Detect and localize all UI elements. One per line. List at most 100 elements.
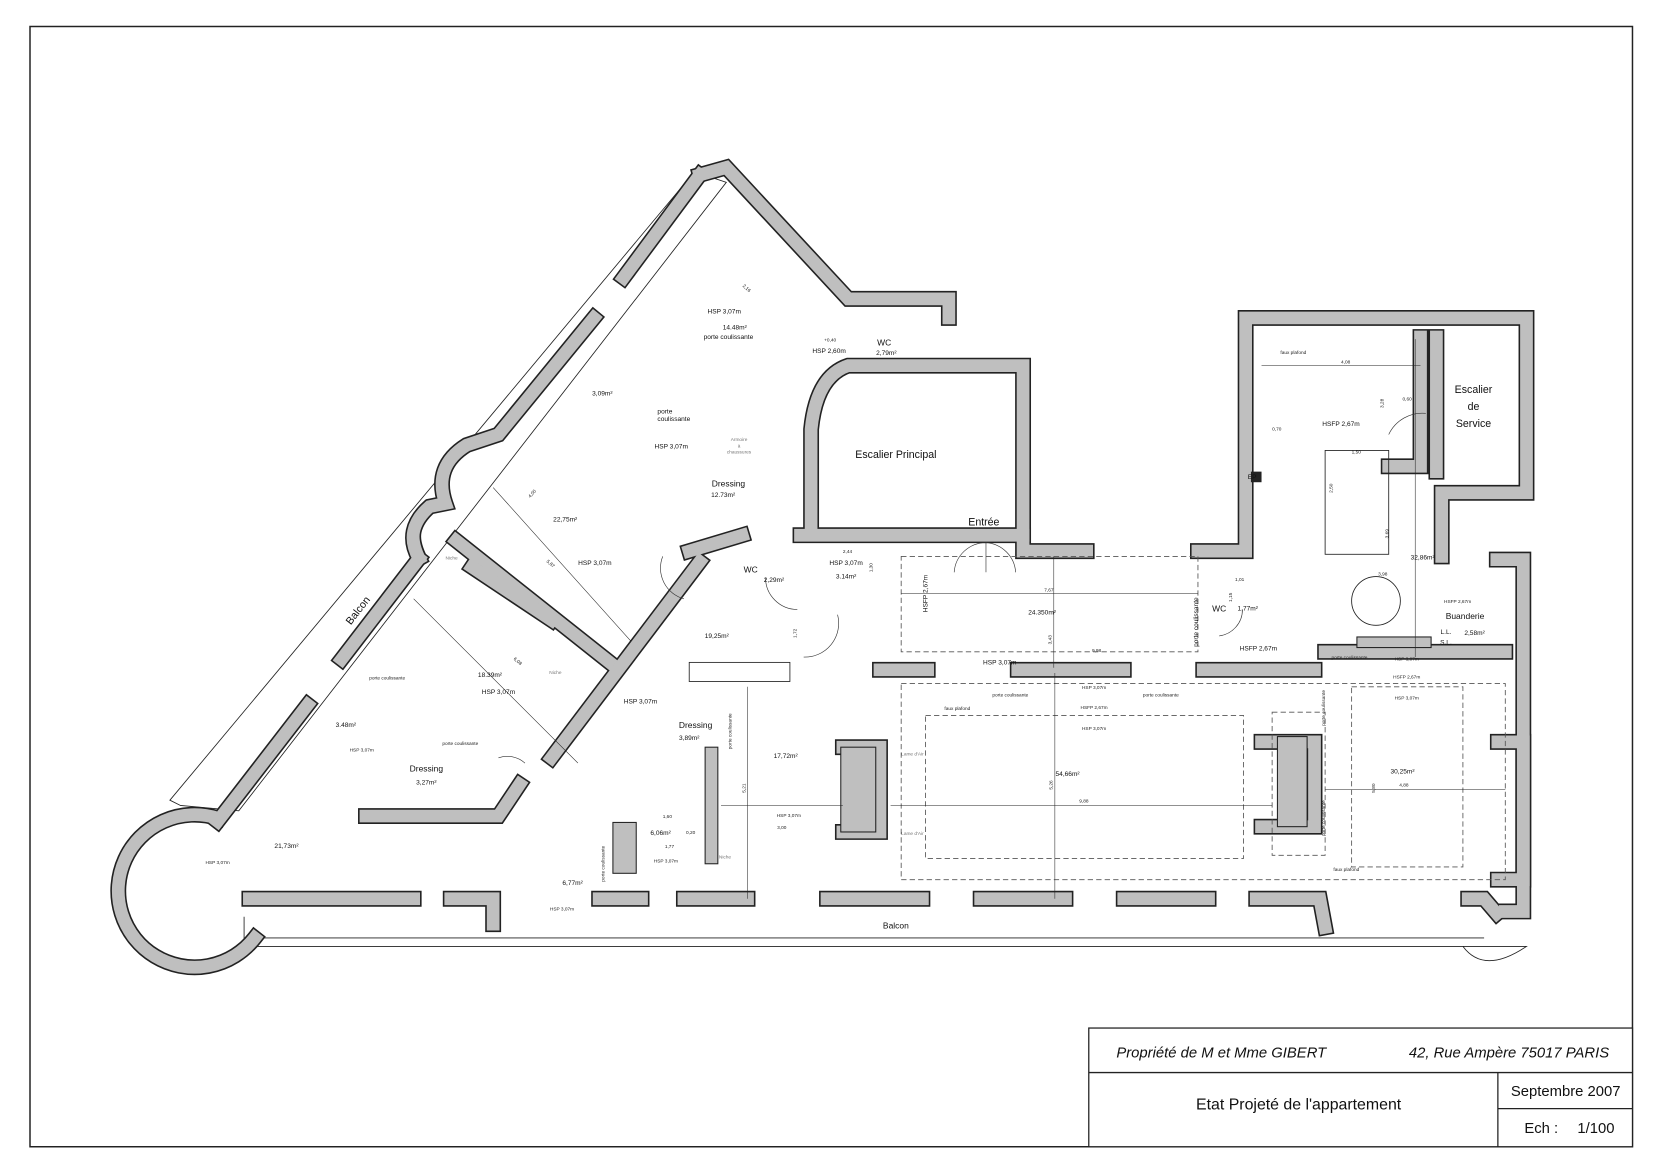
dressing-1273-title: Dressing (712, 478, 746, 488)
living-ceiling: faux plafond (944, 706, 970, 712)
room-2173-height: HSP 3,07m (205, 860, 229, 866)
address-label: 42, Rue Ampère 75017 PARIS (1409, 1046, 1609, 1062)
bath-348-height: HSP 3,07m (350, 747, 374, 753)
balcony-label-bottom: Balcon (883, 920, 909, 930)
living-height-1: HSP 3,07m (1082, 685, 1106, 691)
drawing-frame (29, 25, 1634, 1148)
shoe-cabinet-1: Armoire (731, 437, 748, 443)
doors (498, 412, 1426, 764)
shoe-cabinet-2: à (738, 443, 741, 449)
fixtures (612, 450, 1432, 874)
room-3286-area: 32,86m² (1411, 555, 1436, 562)
room-24350-height: HSFP 2,67m (923, 574, 930, 612)
dim-label: 5,87 (545, 559, 556, 570)
wc-right-height: HSFP 2,67m (1240, 646, 1278, 653)
bedroom-1839-area: 18.39m² (478, 672, 503, 679)
room-1772-area: 17,72m² (774, 753, 799, 760)
dim-label: 3,98 (1378, 571, 1388, 577)
laundry-height: HSFP 2,67m (1444, 599, 1471, 605)
living-air-1: Lame d'Air (901, 752, 924, 758)
service-stair-label-3: Service (1456, 418, 1491, 430)
room-2173-area: 21,73m² (274, 843, 299, 850)
wc-top-level: +0,40 (824, 337, 836, 343)
room-314-height: HSP 3,07m (829, 560, 863, 567)
bedroom-1839-height: HSP 3,07m (482, 689, 516, 696)
dressing-327-area: 3,27m² (416, 779, 437, 786)
service-stair-label-2: de (1468, 401, 1480, 413)
living-air-2: Lame d'Air (901, 831, 924, 837)
entry-label: Entrée (968, 517, 999, 529)
balcony-outline (169, 171, 1528, 961)
living-area: 54,66m² (1056, 771, 1081, 778)
shoe-cabinet-3: chaussures (727, 450, 752, 456)
dressing-389-door: porte coulissante (728, 713, 734, 749)
ep-label: EP (1248, 474, 1257, 481)
dim-label: 9,88 (1079, 798, 1089, 804)
room-24350-area: 24.350m² (1028, 610, 1057, 617)
dressing-327-title: Dressing (410, 764, 444, 774)
dim-label: 3,00 (777, 825, 787, 831)
bedroom-2275-height: HSP 3,07m (578, 560, 612, 567)
room-3025-height-3: HSP 3,07m (1395, 695, 1419, 701)
laundry-ll: L.L. (1440, 629, 1451, 636)
dim-label: 3,69 (1385, 529, 1391, 539)
dim-label: 4,00 (527, 488, 538, 499)
room-1772-height: HSP 3,07m (777, 813, 801, 819)
dim-label: 5,26 (1049, 780, 1055, 790)
dimension-lines (413, 339, 1506, 899)
bath-348-area: 3.48m² (336, 722, 357, 729)
bedroom-2275-area: 22,75m² (553, 516, 578, 523)
dim-label: 1,72 (792, 628, 798, 638)
false-ceiling-outlines (900, 555, 1506, 881)
bath-master-area: 14.48m² (723, 325, 748, 332)
title-block: Propriété de M et Mme GIBERT 42, Rue Amp… (1088, 1027, 1634, 1148)
drawing-title: Etat Projeté de l'appartement (1196, 1097, 1402, 1114)
room-3025-door-v2: porte coulissante (1321, 800, 1327, 836)
room-24350-door: porte coulissante (1193, 597, 1200, 647)
living-door-2: porte coulissante (1143, 692, 1179, 698)
room-3025-height-1: HSP 3,07m (1395, 656, 1419, 662)
dim-label: 5,80 (1371, 783, 1377, 793)
scale-value: 1/100 (1577, 1121, 1614, 1137)
bath-master-height: HSP 3,07m (707, 309, 741, 316)
room-3025-area: 30,25m² (1390, 769, 1415, 776)
dim-label: 0,20 (686, 830, 696, 836)
laundry-area: 2,58m² (1464, 630, 1485, 637)
dim-label: 1,77 (665, 844, 675, 850)
wc-mid-area: 2,29m² (764, 577, 785, 584)
dim-label: 1,60 (663, 814, 673, 820)
dressing-389-title: Dressing (679, 720, 713, 730)
bath-677-area: 6,77m² (562, 880, 583, 887)
room-314-area: 3.14m² (836, 574, 857, 581)
dim-label: 1,30 (869, 563, 875, 573)
room-24350-height-2: HSP 3,07m (983, 660, 1017, 667)
office-area: 6,06m² (650, 830, 671, 837)
office-niche: Niche (719, 854, 732, 860)
room-3286-ceiling: faux plafond (1280, 350, 1306, 356)
dim-label: 3,28 (1379, 398, 1385, 408)
service-stair-label-1: Escalier (1455, 384, 1493, 396)
dim-label: 2,50 (1329, 483, 1335, 493)
dim-label: 2,16 (741, 283, 752, 294)
dim-label: 1,50 (1352, 450, 1362, 456)
dim-label: 7,67 (1044, 587, 1054, 593)
room-3025-door: porte coulissante (1332, 655, 1368, 661)
room-309-door-1: porte (657, 408, 672, 415)
room-309-door-2: coulissante (657, 416, 690, 423)
room-3025-ceiling: faux plafond (1333, 867, 1359, 873)
dim-label: 1,01 (1235, 577, 1245, 583)
wc-top-title: WC (877, 338, 891, 348)
living-height-2: HSFP 2,67m (1081, 705, 1108, 711)
dressing-1273-height: HSP 3,07m (654, 443, 688, 450)
bath-master-door: porte coulissante (704, 334, 754, 341)
dimension-labels: 4,08 0,60 0,70 1,50 2,50 3,98 1,01 1,15 … (512, 283, 1412, 850)
laundry-title: Buanderie (1446, 611, 1485, 621)
walls (118, 167, 1526, 967)
dim-label: 4,88 (1399, 782, 1409, 788)
main-stair-label: Escalier Principal (855, 449, 936, 461)
room-3025-height-2: HSFP 2,67m (1393, 674, 1420, 680)
wc-top-area: 2,79m² (876, 350, 897, 357)
dim-label: 3,43 (1048, 635, 1054, 645)
dim-label: 6,08 (512, 656, 523, 667)
